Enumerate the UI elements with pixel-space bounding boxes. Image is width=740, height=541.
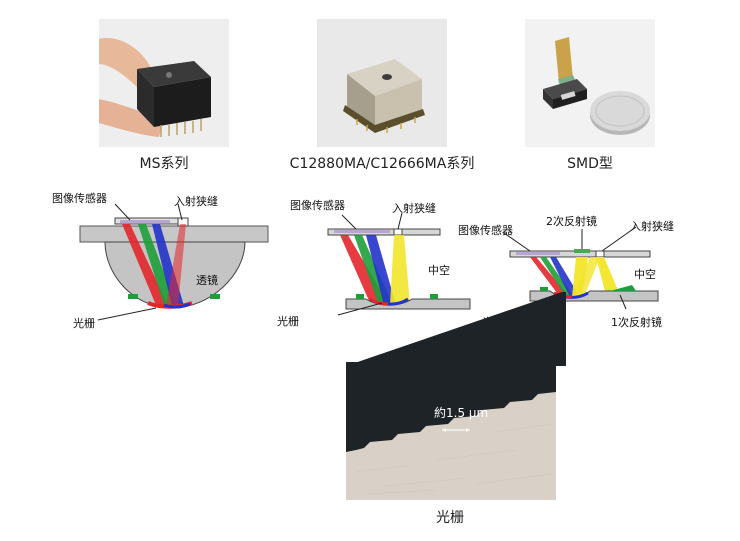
c12880-image-sensor-label: 图像传感器 (290, 199, 345, 212)
ms-series-diagram (79, 203, 269, 321)
smd-diagram (503, 226, 659, 314)
ms-image-sensor-label: 图像传感器 (52, 192, 107, 205)
smd-entrance-slit-label: 入射狭缝 (630, 220, 674, 233)
ms-series-photo (99, 19, 229, 147)
micrograph-caption: 光栅 (436, 510, 464, 526)
smd-image-sensor-label: 图像传感器 (458, 224, 513, 237)
c12880-grating-label: 光栅 (277, 315, 299, 328)
c12880-hollow-label: 中空 (428, 264, 450, 277)
smd-device-image (525, 19, 655, 147)
ms-entrance-slit-label: 入射狭缝 (174, 195, 218, 208)
smd-type-photo (525, 19, 655, 147)
grating-surface (346, 392, 556, 500)
c12880-series-caption: C12880MA/C12666MA系列 (289, 156, 475, 172)
c12880-diagram (327, 212, 471, 316)
smd-hollow-label: 中空 (634, 268, 656, 281)
smd-second-mirror-label: 2次反射镜 (546, 215, 597, 228)
ms-series-device-image (99, 19, 229, 147)
smd-second-mirror (574, 249, 590, 253)
ms-base-plate (79, 225, 269, 243)
micrograph-scale-text: 約1.5 μm (434, 406, 489, 420)
zoom-callout (346, 292, 566, 366)
grating-micrograph (346, 362, 556, 500)
smd-first-mirror (610, 285, 636, 291)
c12880-entrance-slit-label: 入射狭缝 (392, 202, 436, 215)
c12880-series-photo (317, 19, 447, 147)
smd-type-caption: SMD型 (567, 156, 613, 172)
smd-first-mirror-label: 1次反射镜 (611, 316, 662, 329)
ms-lens-label: 透镜 (196, 274, 218, 287)
ms-series-caption: MS系列 (139, 156, 189, 172)
c12880-device-image (317, 19, 447, 147)
ms-grating-label: 光栅 (73, 317, 95, 330)
